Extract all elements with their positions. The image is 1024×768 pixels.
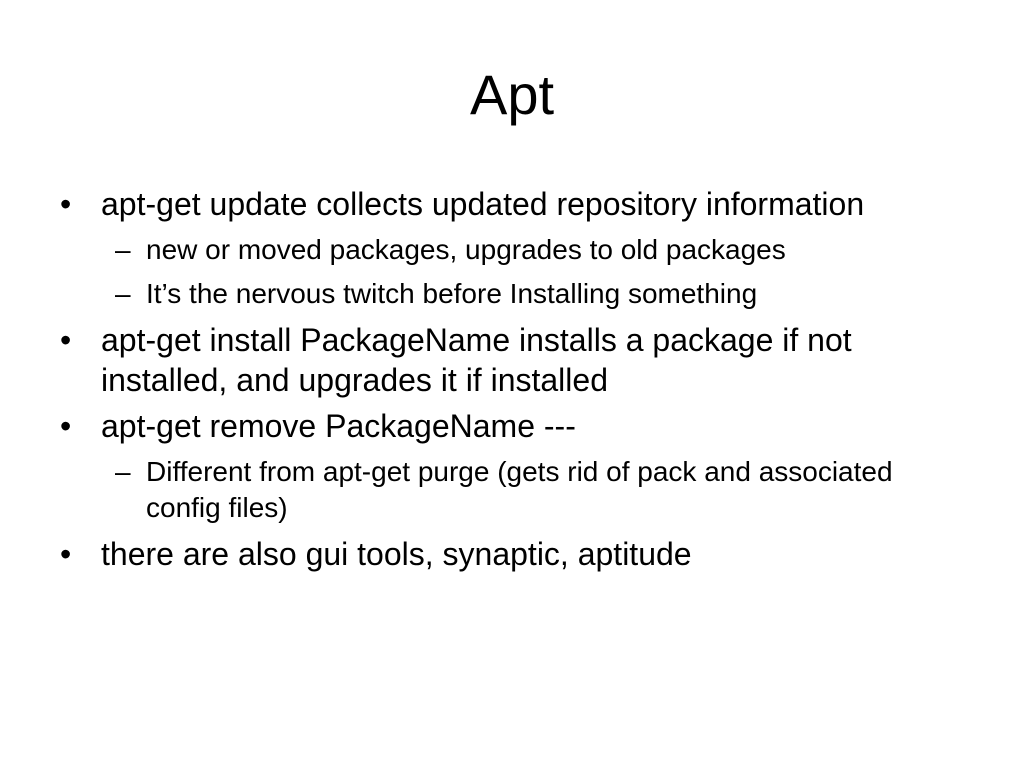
bullet-text: apt-get remove PackageName --- <box>101 408 576 444</box>
sub-bullet-text: new or moved packages, upgrades to old p… <box>146 234 786 265</box>
dash-icon: – <box>115 278 131 309</box>
bullet-text: apt-get update collects updated reposito… <box>101 186 865 222</box>
bullet-list: • apt-get update collects updated reposi… <box>56 184 956 580</box>
sub-bullet-item: – Different from apt-get purge (gets rid… <box>101 454 956 526</box>
bullet-item: • apt-get remove PackageName --- – Diffe… <box>56 406 956 526</box>
bullet-icon: • <box>60 186 72 222</box>
dash-icon: – <box>115 456 131 487</box>
bullet-item: • apt-get install PackageName installs a… <box>56 320 956 400</box>
bullet-icon: • <box>60 322 72 358</box>
bullet-text: apt-get install PackageName installs a p… <box>101 322 852 398</box>
bullet-item: • apt-get update collects updated reposi… <box>56 184 956 312</box>
bullet-icon: • <box>60 536 72 572</box>
sub-bullet-list: – new or moved packages, upgrades to old… <box>101 232 956 312</box>
bullet-text: there are also gui tools, synaptic, apti… <box>101 536 692 572</box>
sub-bullet-list: – Different from apt-get purge (gets rid… <box>101 454 956 526</box>
sub-bullet-text: Different from apt-get purge (gets rid o… <box>146 456 893 523</box>
sub-bullet-text: It’s the nervous twitch before Installin… <box>146 278 758 309</box>
sub-bullet-item: – new or moved packages, upgrades to old… <box>101 232 956 268</box>
bullet-item: • there are also gui tools, synaptic, ap… <box>56 534 956 574</box>
bullet-icon: • <box>60 408 72 444</box>
sub-bullet-item: – It’s the nervous twitch before Install… <box>101 276 956 312</box>
dash-icon: – <box>115 234 131 265</box>
slide-title: Apt <box>469 63 555 126</box>
